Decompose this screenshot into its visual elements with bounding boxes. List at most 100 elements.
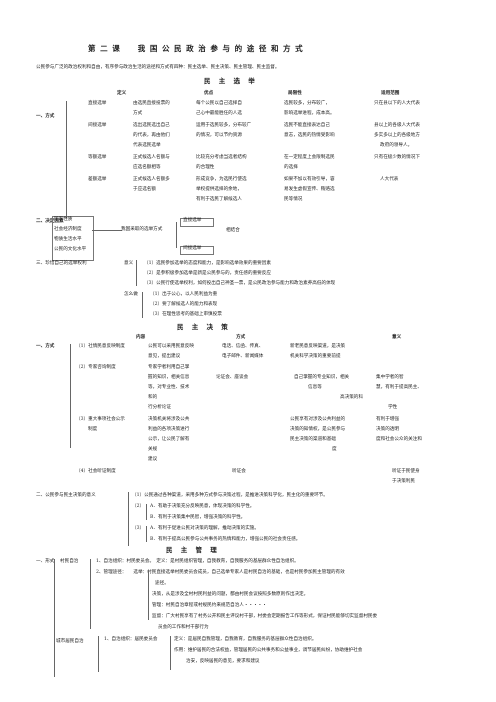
mechanism-significance: 决策的知情权，是公民参与 [290,427,346,432]
meaning-item: （1）选民参加选举的态度和能力，是影响选举效果的重要因素 [144,261,271,266]
bracket-line [170,636,171,670]
factor-item: 物质生活水平 [54,237,82,242]
row-lim: 选民不能直接表达自己 [284,123,330,128]
management-part1-label: 一、形式 [36,559,55,564]
village-item: 监督：广大村民享有了村务公开和民主评议村干部，村委会定期报告工作等形式，保证村民… [152,614,378,619]
mechanism-significance: 信息等 [308,385,322,390]
row-def: 正式候选人名额多 [133,177,170,182]
mechanism-significance: 公民享有对涉及公共利益的 [290,417,346,422]
row-lim: 选民较多，分布较广， [284,101,330,106]
mechanism-content: 等，对专业性、技术 [148,385,190,390]
bracket-line [176,222,177,248]
mechanism-significance: 新老民意反映渠道，是决策 [290,344,346,349]
row-name: 间接选举 [88,123,107,128]
mechanism-sig-extra: 有利于增强 [376,417,399,422]
col-way: 方式 [236,335,246,340]
mechanism-sig-extra: 度和社会公众的关注和 [376,437,422,442]
row-name: 差额选举 [88,177,107,182]
factor-center: 我国采取的选举方式 [121,227,163,232]
bracket-line [90,559,91,629]
decision-part2-label: 二、公民参与民主决策的意义 [36,493,96,498]
mechanism-significance: 机关科学决策的重要前提 [290,354,341,359]
election-part1-label: 一、方式 [36,114,55,119]
bracket-line [70,344,71,448]
row-def: 由选民直接投票的 [133,101,170,106]
col-content: 内容 [136,335,146,340]
village-item: 管理：村民自治章程或村规民约来规范自治人・・・・・ [152,603,267,608]
row-def: 于应选名额 [133,187,156,192]
row-lim: 意志，选民的热情受影响 [284,133,335,138]
how-item: （3）在理性思考的基础上审慎投票 [150,312,222,317]
village-item: 途径。 [155,581,169,586]
mechanism-name: （3）重大事项社会公示 [76,417,125,422]
mechanism-way: 电话、信函、传真、 [222,344,264,349]
mechanism-content: 建议 [148,457,158,462]
urban-item: 作用：维护居民的合法权益，管理居民的公共事务和公益事业，调节居民纠纷，协助维护社… [174,648,363,653]
factor-right-top: 直接选举 [183,218,202,223]
mechanism-sig-extra: 决策的透明 [376,427,399,432]
village-item: 决策，从是涉及全村村民利益的问题，都由村民会议按照多数原则作出决定。 [152,592,309,597]
urban-item: 1、自治组织：居民委员会 [104,637,158,642]
decision-meaning-num: （3） [132,526,145,531]
bracket-line [136,260,137,286]
row-lim: 如果不加以有效引导，容 [284,177,335,182]
row-adv: 比较充分考虑当选者结构 [196,155,247,160]
mechanism-sig-extra: 于决策利民 [392,479,415,484]
bracket-line [128,492,129,546]
row-adv: 己心中最能胜任的人选 [196,111,242,116]
row-lim: 的选择 [284,165,298,170]
row-lim: 影响选举进程，成本高。 [284,111,335,116]
urban-item: 治安，反映居民的意见，要求和建议 [186,659,260,664]
factor-item: 公民的文化水平 [54,247,87,252]
indirect-box [180,246,214,255]
col-significance: 意义 [392,335,402,340]
section-heading-election: 民 主 选 举 [204,77,258,85]
row-scope: 政府的领导人。 [380,143,413,148]
mechanism-content: 公民可以采用民意反映 [148,344,194,349]
decision-meaning-num: （2） [132,504,145,509]
mechanism-sig-extra: 集中学者的智 [376,375,404,380]
col-advantage: 优点 [204,91,214,96]
village-item: 员会的工作和村干部行为 [158,625,209,630]
bracket-line [146,504,147,520]
meaning-item: （3）公民行使选举权利，如何投出自己神圣一票，是公民政治参与能力和政治素养高低的… [144,281,336,286]
decision-meaning-sub: B．有利于决策集中民智，增强决策的科学性。 [150,515,246,520]
decision-meaning-sub: A．有助于决策充分反映民意，体现决策的科学性。 [150,504,255,509]
mechanism-sig-extra: 听证于民使身 [392,469,420,474]
factors-box [52,216,94,261]
election-part2-label: 二、决定因素 [36,219,64,224]
mechanism-content: 决策机关将涉及公共 [148,417,190,422]
col-scope: 适用范围 [381,91,400,96]
mechanism-significance: 民主决策的渠道和基础 [290,437,336,442]
mechanism-content: 关规 [148,447,158,452]
mechanism-name: （4）社会听证制度 [76,469,116,474]
row-lim: 在一定程度上会限制选民 [284,155,335,160]
village-item: 2、管理途径： 选举：村民直接选举村民委员会成员，自己选举专家人是村民自治的基础… [96,570,345,575]
mechanism-significance: 自己掌握的专业知识，相关 [294,375,350,380]
decision-meaning-sub: B．有利于提高公民参与公共事务的热情和能力，增强公民的社会责任感。 [150,537,301,542]
row-name: 直接选举 [88,101,107,106]
how-item: （2）要了解候选人的能力和表现 [150,302,218,307]
mechanism-content: 公示，让公民了解有 [148,437,190,442]
row-def: 选出选民选出自己 [133,123,170,128]
bracket-line [142,292,143,318]
row-def: 代表选民选举 [133,143,161,148]
mechanism-content: 利益的各项决策进行 [148,427,190,432]
mechanism-way: 听证会 [232,469,246,474]
urban-item: 定义：是居民自我管理，自我教育，自我服务的基层群众性自治组织。 [174,637,317,642]
row-adv: 的合理性 [196,165,215,170]
mechanism-name: （2）专家咨询制度 [76,365,116,370]
mechanism-name: 制度 [88,427,98,432]
decision-meaning: （1）公民通过各种渠道，采用多种方式参与决策过程，是推进决策科学化，民主化的重要… [132,493,328,498]
mechanism-way: 论证会、座谈会 [216,375,249,380]
row-adv: 有利于选民了解候选人 [196,197,242,202]
row-scope: 只有在极少数的情况下 [374,155,420,160]
election-part3-label: 三、珍惜自己的选举权利 [36,261,87,266]
bracket-line [148,570,149,620]
row-def: 应选名额相等 [133,165,161,170]
bracket-line [66,101,67,218]
col-limitation: 局限性 [288,91,302,96]
decision-meaning-sub: A．有利于促进公民对决策的理解，推动决策的实施。 [150,526,259,531]
factor-item: 社会经济制度 [54,227,82,232]
mechanism-sig-extra: 慧，有利于提高民主、 [376,385,422,390]
